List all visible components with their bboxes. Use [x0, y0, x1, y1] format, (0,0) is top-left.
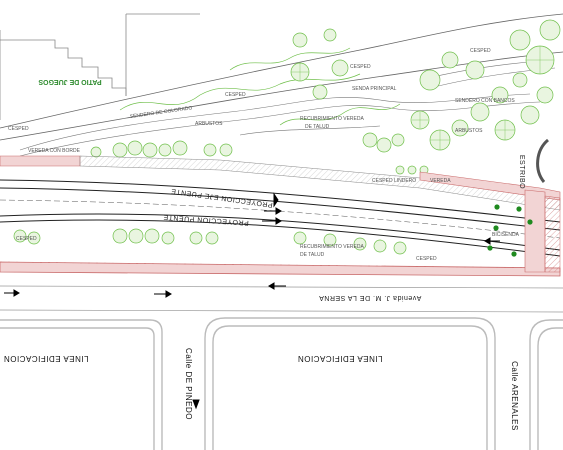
arrow-icon	[273, 192, 279, 208]
arrow-icon	[4, 289, 20, 297]
label-vereda: VEREDA CON BORDE	[28, 148, 81, 154]
avenue-edges	[0, 285, 563, 313]
label-senda: CESPED LINDERO	[372, 178, 416, 184]
label-recubrimiento-2: RECUBRIMIENTO VEREDA	[300, 244, 364, 250]
label-de-talud-2: DE TALUD	[300, 252, 325, 258]
bridge-lines	[0, 179, 561, 257]
label-de-talud: DE TALUD	[305, 124, 330, 130]
label-cesped-3: CESPED	[350, 64, 371, 70]
label-proyeccion-puente: PROYECCION PUENTE	[163, 213, 249, 226]
estribo-arc	[536, 138, 550, 183]
label-calle-pinedo: Calle DE PINEDO	[184, 348, 193, 420]
label-cesped-2: CESPED	[225, 92, 246, 98]
label-estribo: ESTRIBO	[518, 155, 525, 189]
shrub-band	[119, 47, 401, 126]
bridge-dashed	[0, 199, 561, 239]
label-cesped-4: CESPED	[470, 48, 491, 54]
label-calle-arenales: Calle ARENALES	[510, 361, 519, 431]
arrow-icon	[484, 237, 500, 245]
label-patio-juegos: PATIO DE JUEGOS	[38, 78, 101, 85]
label-bicisenda: BICISENDA	[492, 232, 520, 238]
building-outline	[0, 13, 200, 120]
city-blocks	[0, 317, 563, 450]
arrow-icon	[264, 207, 282, 215]
green-dots	[487, 204, 533, 257]
lower-trees	[13, 228, 407, 255]
arrow-icon	[192, 399, 200, 410]
label-avenida: Avenida J. M. DE LA SERNA	[319, 294, 422, 301]
label-proyeccion-eje-puente: PROYECCION EJE PUENTE	[170, 187, 273, 208]
lower-walkway	[0, 261, 561, 277]
right-walkway	[524, 189, 561, 273]
arrow-icon	[268, 282, 286, 290]
tree-crosses	[291, 46, 554, 150]
label-linea-edificacion-left: LINEA EDIFICACION	[4, 354, 89, 363]
label-sendero-bancos: SENDERO CON BANCOS	[455, 98, 515, 104]
arrow-icon	[262, 217, 282, 225]
label-arbustos: ARBUSTOS	[195, 121, 223, 127]
park-boundary	[0, 13, 563, 141]
traffic-arrows	[4, 192, 500, 410]
label-cesped-5: CESPED	[16, 236, 37, 242]
label-arbustos-2: ARBUSTOS	[455, 128, 483, 134]
label-cesped: CESPED	[8, 126, 29, 132]
label-cesped-6: CESPED	[416, 256, 437, 262]
label-recubrimiento: RECUBRIMIENTO VEREDA	[300, 116, 364, 122]
label-linea-edificacion-center: LINEA EDIFICACION	[298, 354, 383, 363]
arrow-icon	[154, 290, 172, 298]
label-senda-principal: SENDA PRINCIPAL	[352, 86, 397, 92]
label-vereda-2: VEREDA	[430, 178, 451, 184]
